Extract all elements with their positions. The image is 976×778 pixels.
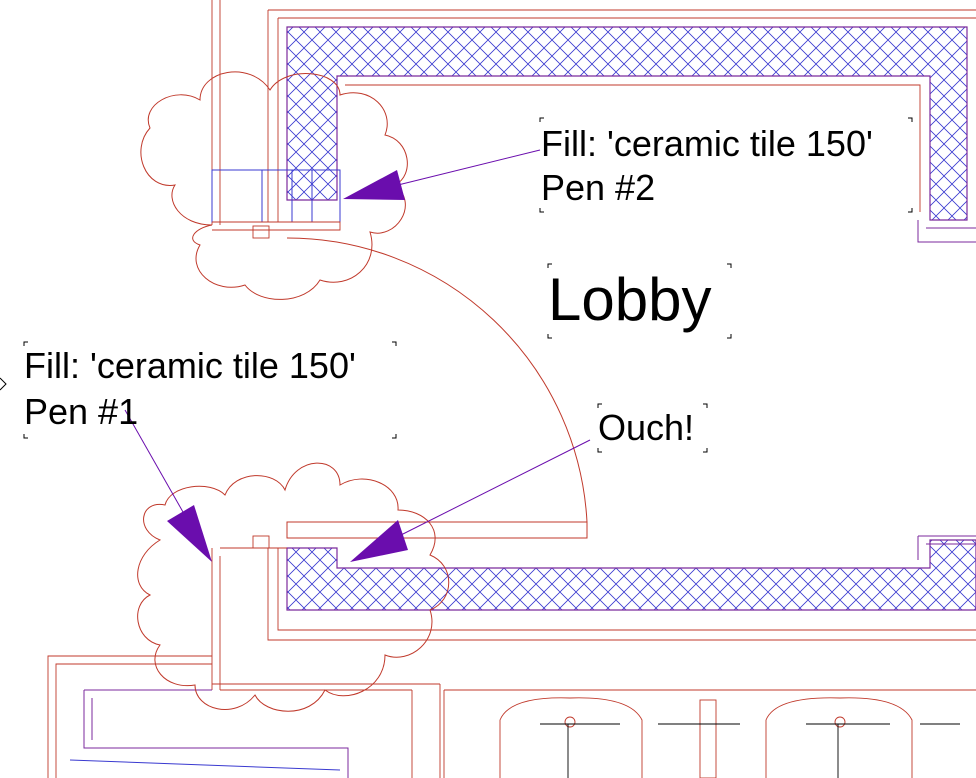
room-label-lobby[interactable]: Lobby <box>547 263 732 339</box>
annotation-ouch[interactable]: Ouch! <box>597 403 708 453</box>
annotation-fill-pen2-line1: Fill: 'ceramic tile 150' <box>541 123 873 164</box>
leader-arrow-top[interactable] <box>343 149 541 200</box>
annotation-fill-pen1-line2: Pen #1 <box>24 391 138 432</box>
annotation-fill-pen2-line2: Pen #2 <box>541 167 655 208</box>
hatched-wall-top[interactable] <box>267 9 976 243</box>
leader-arrow-ouch[interactable] <box>350 439 591 562</box>
annotation-fill-pen2[interactable]: Fill: 'ceramic tile 150' Pen #2 <box>539 117 913 213</box>
wall-left-frame <box>211 0 221 225</box>
bathroom-fixtures[interactable] <box>443 689 976 778</box>
door-panel[interactable] <box>211 521 588 690</box>
revision-cloud-bottom[interactable] <box>137 462 450 712</box>
annotation-ouch-text: Ouch! <box>598 407 694 448</box>
door-swing-arc <box>286 237 588 523</box>
annotation-fill-pen1-line1: Fill: 'ceramic tile 150' <box>24 345 356 386</box>
revision-cloud-top[interactable] <box>140 71 408 300</box>
edge-marker <box>0 377 7 391</box>
leader-arrow-left[interactable] <box>124 409 212 562</box>
hatched-wall-bottom[interactable] <box>267 535 976 641</box>
room-label-text: Lobby <box>548 266 711 333</box>
wall-opening-top[interactable] <box>211 169 341 239</box>
annotation-fill-pen1[interactable]: Fill: 'ceramic tile 150' Pen #1 <box>23 341 397 439</box>
lower-left-wall[interactable] <box>47 655 441 778</box>
